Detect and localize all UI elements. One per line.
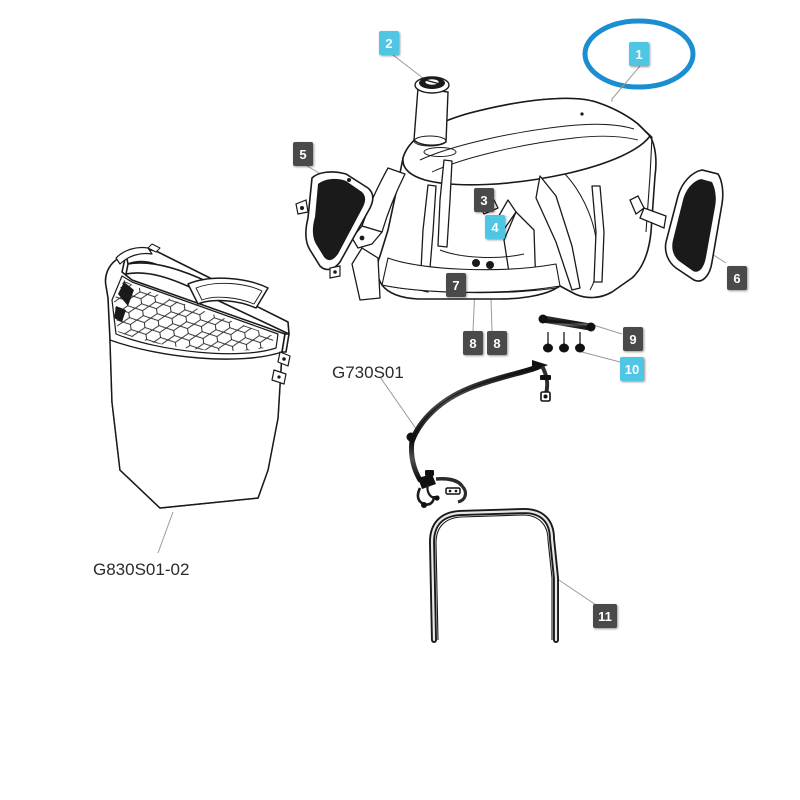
callout-3[interactable]: 3	[474, 188, 494, 212]
callout-9[interactable]: 9	[623, 327, 643, 351]
wiring-harness	[406, 360, 551, 508]
hood-inner-structure	[351, 159, 605, 301]
fastener-3	[575, 332, 585, 353]
mount-studs	[472, 259, 494, 269]
callout-8-a[interactable]: 8	[463, 331, 483, 355]
callout-7[interactable]: 7	[446, 273, 466, 297]
mount-point-lower-b	[486, 261, 494, 269]
fuel-cap	[413, 76, 450, 147]
mount-point-center	[472, 259, 480, 267]
left-side-vent	[295, 171, 374, 279]
callout-4[interactable]: 4	[485, 215, 505, 239]
fastener-set	[543, 332, 585, 353]
callout-11[interactable]: 11	[593, 604, 617, 628]
fastener-2	[559, 332, 569, 353]
highlight-ellipse	[582, 18, 696, 90]
hinge-rod	[538, 314, 596, 332]
right-side-vent	[629, 169, 724, 282]
callout-8-b[interactable]: 8	[487, 331, 507, 355]
callout-6[interactable]: 6	[727, 266, 747, 290]
callout-10[interactable]: 10	[620, 357, 644, 381]
part-label-grille: G830S01-02	[93, 560, 190, 579]
seal-trim-strip	[428, 507, 559, 643]
fastener-1	[543, 332, 553, 353]
front-grille-fascia	[104, 243, 291, 509]
engine-hood	[376, 97, 657, 300]
part-label-harness: G730S01	[332, 363, 404, 382]
callout-2[interactable]: 2	[379, 31, 399, 55]
callout-1[interactable]: 1	[629, 42, 649, 66]
callout-5[interactable]: 5	[293, 142, 313, 166]
